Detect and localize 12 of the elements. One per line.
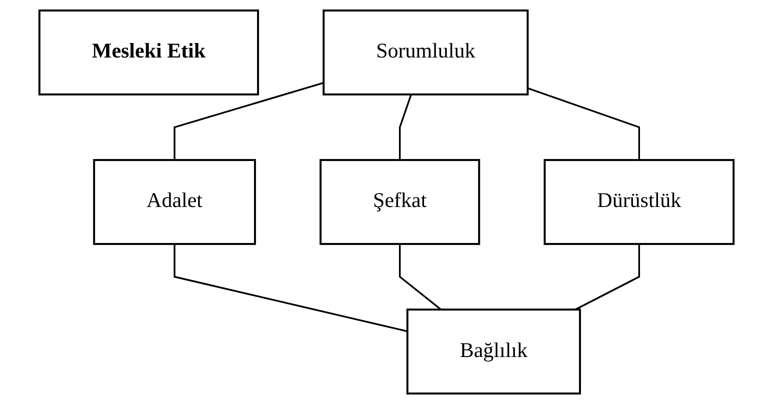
node-box: Bağlılık [406,308,581,394]
connector [174,82,324,160]
connector [574,244,640,310]
connector [398,244,442,310]
node-box: Adalet [93,159,256,245]
node-box: Şefkat [320,159,480,245]
connector [527,87,640,160]
connector [398,94,412,160]
connector [174,244,408,332]
node-box: Mesleki Etik [38,10,260,96]
node-box: Dürüstlük [544,159,735,245]
node-box: Sorumluluk [322,10,529,96]
